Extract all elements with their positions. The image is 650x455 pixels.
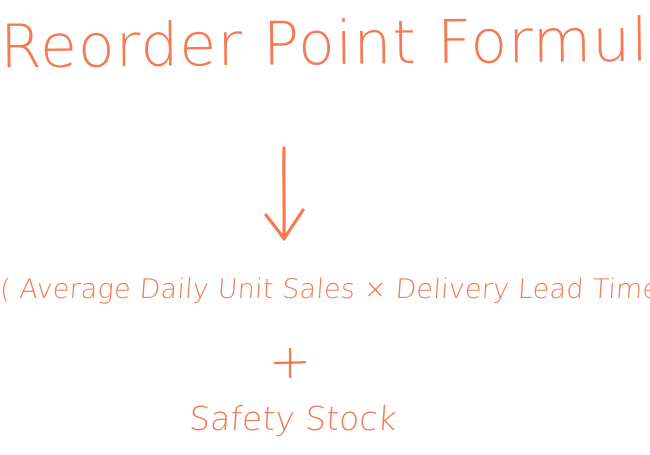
diagram-title: Reorder Point Formula	[0, 5, 650, 83]
plus-sign	[273, 347, 307, 379]
formula-line-demand: ( Average Daily Unit Sales × Delivery Le…	[0, 274, 650, 305]
formula-line-safety-stock: Safety Stock	[187, 399, 399, 438]
down-arrow-icon	[264, 146, 305, 241]
arrow-head	[264, 208, 305, 241]
